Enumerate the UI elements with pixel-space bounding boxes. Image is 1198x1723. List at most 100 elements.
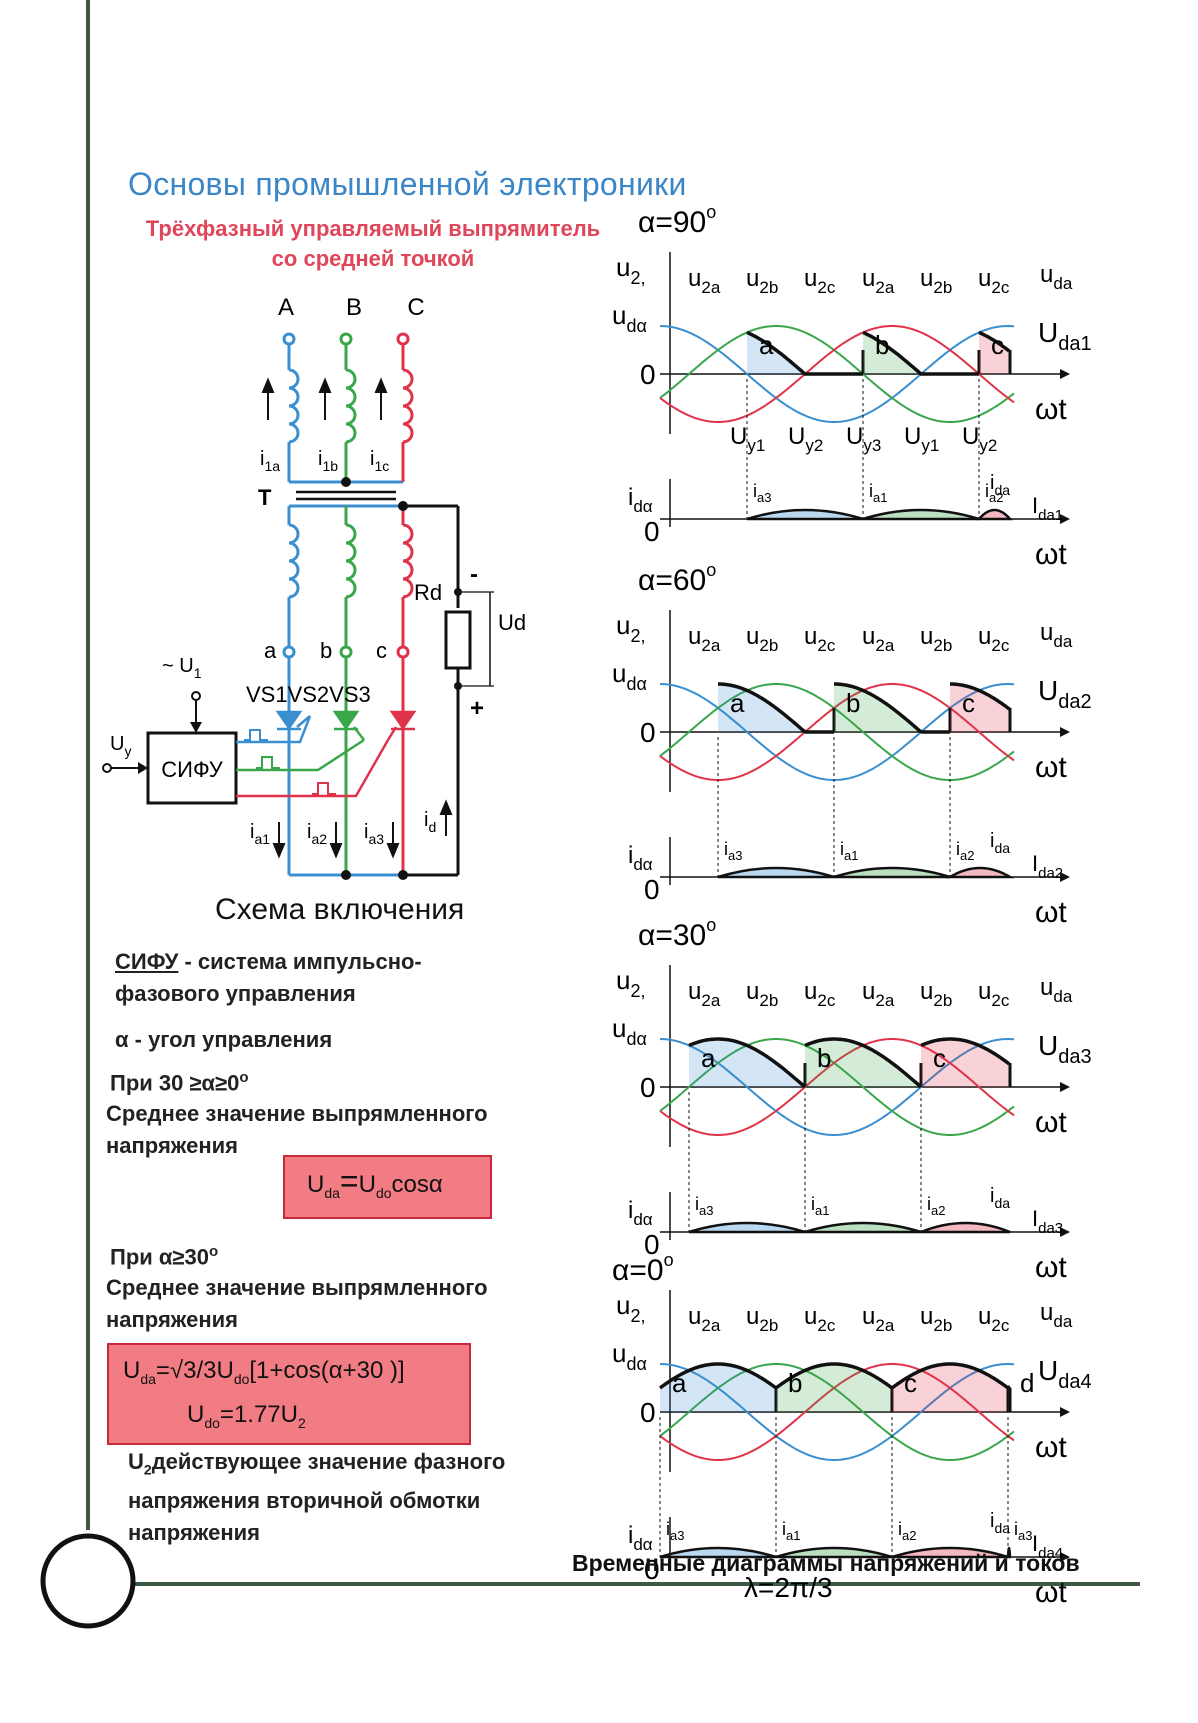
output-section-curve-a [658,1362,778,1390]
mean-current-label: Ida1 [1032,493,1063,524]
u-axis-label-2-sub: dα [626,316,646,336]
output-section-fill-a [747,332,863,374]
phase-header-3-main: u [862,1303,875,1330]
anode-current-pulse-c [920,1221,1011,1234]
anode-current-a2: ia2 [307,821,327,847]
mean-voltage-label: Uda2 [1038,675,1092,713]
pulse-label-2: Uy3 [846,423,881,455]
x-axis-label-i-main: ωt [1035,896,1067,929]
anode-label-0: ia3 [666,1519,684,1543]
secondary-label-c: c [376,638,387,663]
output-label: uda [1040,619,1073,651]
u-axis-label-1-main: u [616,610,630,640]
anode-label-3: ia3 [1014,1519,1032,1543]
phase-header-1-main: u [746,623,759,650]
phase-header-3-main: u [862,978,875,1005]
pulse-label-1-main: U [788,423,805,450]
u-axis-label-2-main: u [612,300,626,330]
output-section-curve-c [978,330,1011,353]
phase-wave-c [659,683,1015,781]
phase-header-0-sub: 2a [701,278,720,297]
anode-current-pulse-b [804,1221,922,1234]
section-label-b: b [817,1043,831,1073]
anode-label-2-sub: a2 [960,848,974,863]
phase-header-1: u2b [746,265,778,297]
x-axis-label-i: ωt [1035,1576,1067,1609]
mean-voltage-label-main: U [1038,1030,1058,1061]
anode-label-2: ia2 [898,1519,916,1543]
u-axis-label-1-main: u [616,1290,630,1320]
phase-header-1: u2b [746,623,778,655]
mean-current-label-main: I [1032,1206,1038,1231]
phase-header-0-main: u [688,1303,701,1330]
x-axis-label-u-main: ωt [1035,393,1067,426]
anode-current-pulse-b [833,866,951,879]
primary-current-1c: i1c [370,448,389,474]
alpha-value: α=60 [638,564,706,597]
pulse-label-1-sub: y2 [805,436,823,455]
phase-header-2: u2c [804,265,836,297]
i-axis-label-main: i [628,1522,633,1549]
u-axis-label-1-sub: 2, [630,268,645,288]
current-label: ida [990,830,1010,856]
current-label: ida [990,1185,1010,1211]
phase-wave-a [659,682,1015,782]
phase-wave-b [659,1038,1015,1136]
mean-voltage-label-sub: da2 [1058,691,1091,713]
phase-header-5: u2c [978,978,1010,1010]
anode-label-0-main: i [666,1519,670,1539]
mean-current-label-sub: da3 [1038,1220,1063,1237]
zero-label-u: 0 [640,359,656,390]
anode-label-1: ia1 [811,1194,829,1218]
range-2-degree: o [208,1243,219,1260]
load-label: Rd [414,580,442,605]
zero-label-u-main: 0 [640,359,656,390]
secondary-winding-c [396,506,414,875]
output-section-curve-a [746,330,863,376]
mean-label-2: Среднее значение выпрямленного напряжени… [106,1272,488,1336]
control-input-arrow [138,762,148,774]
alpha-label-2: α=60o [638,560,716,597]
current-label: ida [990,472,1010,498]
formula-box-1: Uda=Udocosα [283,1155,492,1219]
output-voltage-label: Ud [498,610,526,635]
x-axis-label-u: ωt [1035,751,1067,784]
phase-header-1-sub: 2b [759,278,778,297]
range-2-text: При α≥30 [110,1244,209,1270]
anode-label-1-main: i [840,839,844,859]
pulse-label-3: Uy1 [904,423,939,455]
supply-arrow [190,722,202,733]
transformer-label: T [258,485,272,510]
phase-header-2-main: u [804,265,817,292]
phase-header-5-sub: 2c [991,1316,1009,1335]
anode-label-0-sub: a3 [699,1203,713,1218]
anode-label-1-sub: a1 [873,490,887,505]
x-axis-label-i: ωt [1035,538,1067,571]
phase-header-2: u2c [804,1303,836,1335]
anode-current-pulse-a [688,1221,806,1234]
current-label-sub: da [994,1195,1010,1211]
zero-label-u-main: 0 [640,1397,656,1428]
x-axis-label-i-main: ωt [1035,1576,1067,1609]
output-section-fill-b [863,332,979,374]
current-label-main: i [990,830,994,852]
anode-label-2-main: i [985,481,989,501]
pulse-label-4-main: U [962,423,979,450]
anode-label-1-main: i [782,1519,786,1539]
x-axis-label-u: ωt [1035,1431,1067,1464]
phase-header-0-sub: 2a [701,991,720,1010]
section-label-b: b [875,330,889,360]
output-label-sub: da [1053,1312,1072,1331]
anode-label-2-main: i [927,1194,931,1214]
i-axis-label-main: i [628,484,633,511]
anode-label-0-sub: a3 [670,1528,684,1543]
phase-header-2-sub: 2c [817,278,835,297]
x-axis-arrow [1060,1407,1070,1417]
control-input-terminal [102,763,112,773]
subtitle-line-2: со средней точкой [271,246,475,271]
current-label-sub: da [994,840,1010,856]
output-label: uda [1040,1299,1073,1331]
u-axis-label-1-sub: 2, [630,1306,645,1326]
i-axis-label-main: i [628,842,633,869]
phase-wave-a [659,1362,1015,1462]
